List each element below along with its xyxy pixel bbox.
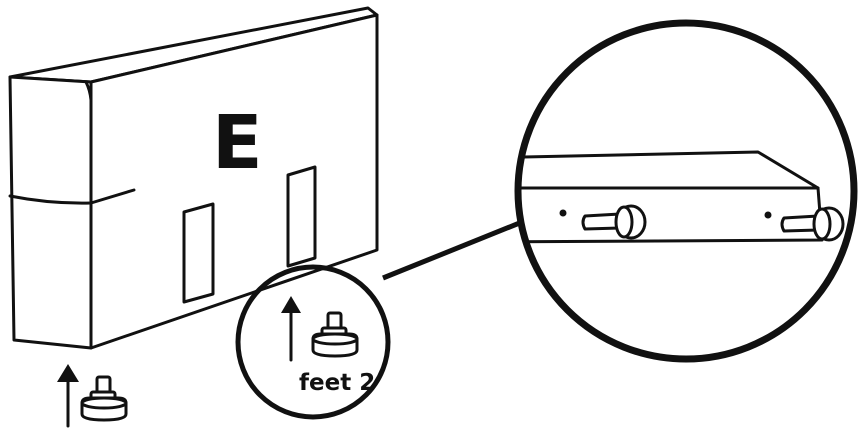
callout-label: feet 2: [299, 370, 375, 396]
foot-peg-icon: [82, 377, 126, 420]
detail-panel-top: [480, 152, 818, 188]
box-slot-right: [288, 167, 315, 266]
foot-head-left-rim: [616, 207, 632, 237]
callout-connector: [383, 222, 522, 278]
screw-hole-left: [560, 210, 567, 217]
screw-hole-right: [765, 212, 772, 219]
foot-shaft-left: [583, 214, 620, 229]
detail-view: [480, 152, 843, 242]
up-arrow-icon: [57, 364, 79, 426]
box-letter: E: [212, 100, 263, 186]
foot-peg-icon: [313, 313, 357, 356]
box-slot-left: [184, 204, 213, 302]
up-arrow-icon: [281, 296, 301, 360]
foot-head-right-rim: [814, 209, 830, 239]
box-left-face: [10, 77, 91, 348]
box-body: [10, 8, 377, 348]
